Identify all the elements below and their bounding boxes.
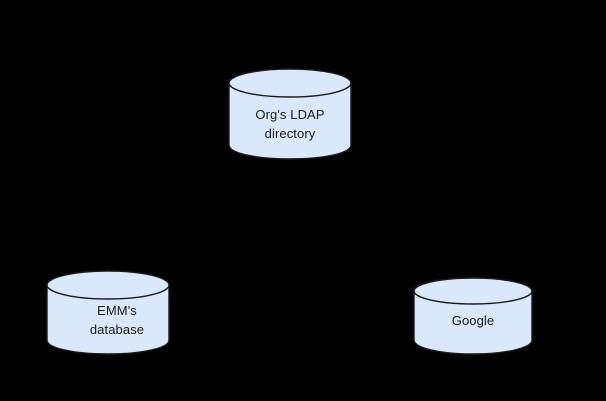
cylinder-shape-emm (46, 270, 170, 355)
cylinder-shape-google (413, 277, 533, 355)
database-node-google[interactable]: Google (413, 277, 533, 355)
cylinder-shape-ldap (228, 68, 352, 160)
